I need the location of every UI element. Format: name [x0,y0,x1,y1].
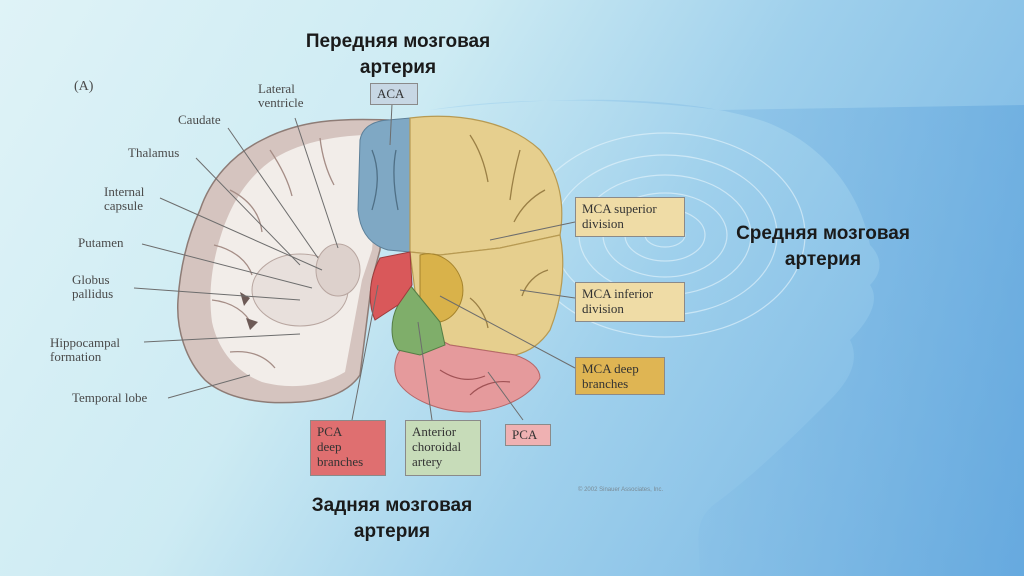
title-line: артерия [359,57,437,78]
label-line: Hippocampal [50,335,121,350]
box-line: branches [317,454,364,469]
box-mca-inferior: MCA inferior division [575,282,685,322]
box-line: branches [582,376,629,391]
label-globus-pallidus: Globus pallidus [72,273,113,301]
box-mca-superior: MCA superior division [575,197,685,237]
title-line: артерия [353,521,431,542]
box-line: MCA deep [582,361,639,376]
box-line: choroidal [412,439,462,454]
box-mca-deep: MCA deep branches [575,357,665,395]
aca-territory [357,117,411,253]
leader-lines [133,103,576,421]
box-pca: PCA [505,424,551,446]
title-middle-cerebral-artery: Средняя мозговая артерия [698,221,948,273]
pca-deep-territory [369,251,413,321]
label-line: formation [50,349,102,364]
title-line: Задняя мозговая [311,495,473,516]
label-line: Lateral [258,81,295,96]
box-line: ACA [377,86,405,101]
label-line: capsule [104,198,143,213]
figure-panel-label: (A) [74,79,94,94]
label-internal-capsule: Internal capsule [104,185,144,213]
box-line: division [582,216,624,231]
label-temporal-lobe: Temporal lobe [72,390,148,405]
title-posterior-cerebral-artery: Задняя мозговая артерия [262,493,522,545]
box-pca-deep: PCA deep branches [310,420,386,476]
label-line: pallidus [72,286,114,301]
label-caudate: Caudate [178,112,221,127]
box-line: PCA [317,424,343,439]
anterior-choroidal-territory [391,284,446,356]
box-aca: ACA [370,83,418,105]
label-hippocampal-formation: Hippocampal formation [50,336,120,364]
box-line: deep [317,439,342,454]
label-line: Internal [104,184,145,199]
title-line: Передняя мозговая [305,31,491,52]
box-line: MCA superior [582,201,657,216]
title-anterior-cerebral-artery: Передняя мозговая артерия [268,29,528,81]
label-line: Globus [72,272,110,287]
copyright-text: © 2002 Sinauer Associates, Inc. [578,487,664,493]
label-thalamus: Thalamus [128,145,180,160]
right-hemisphere [369,115,564,413]
mca-deep-territory [419,253,464,323]
title-line: артерия [784,249,862,270]
label-line: ventricle [258,95,304,110]
box-line: PCA [512,427,538,442]
title-line: Средняя мозговая [736,223,910,244]
label-lateral-ventricle: Lateral ventricle [258,82,303,110]
mca-superior-territory [409,115,563,256]
box-line: artery [412,454,443,469]
box-line: Anterior [412,424,457,439]
box-anterior-choroidal: Anterior choroidal artery [405,420,481,476]
box-line: division [582,301,624,316]
label-putamen: Putamen [78,235,124,250]
box-line: MCA inferior [582,286,654,301]
